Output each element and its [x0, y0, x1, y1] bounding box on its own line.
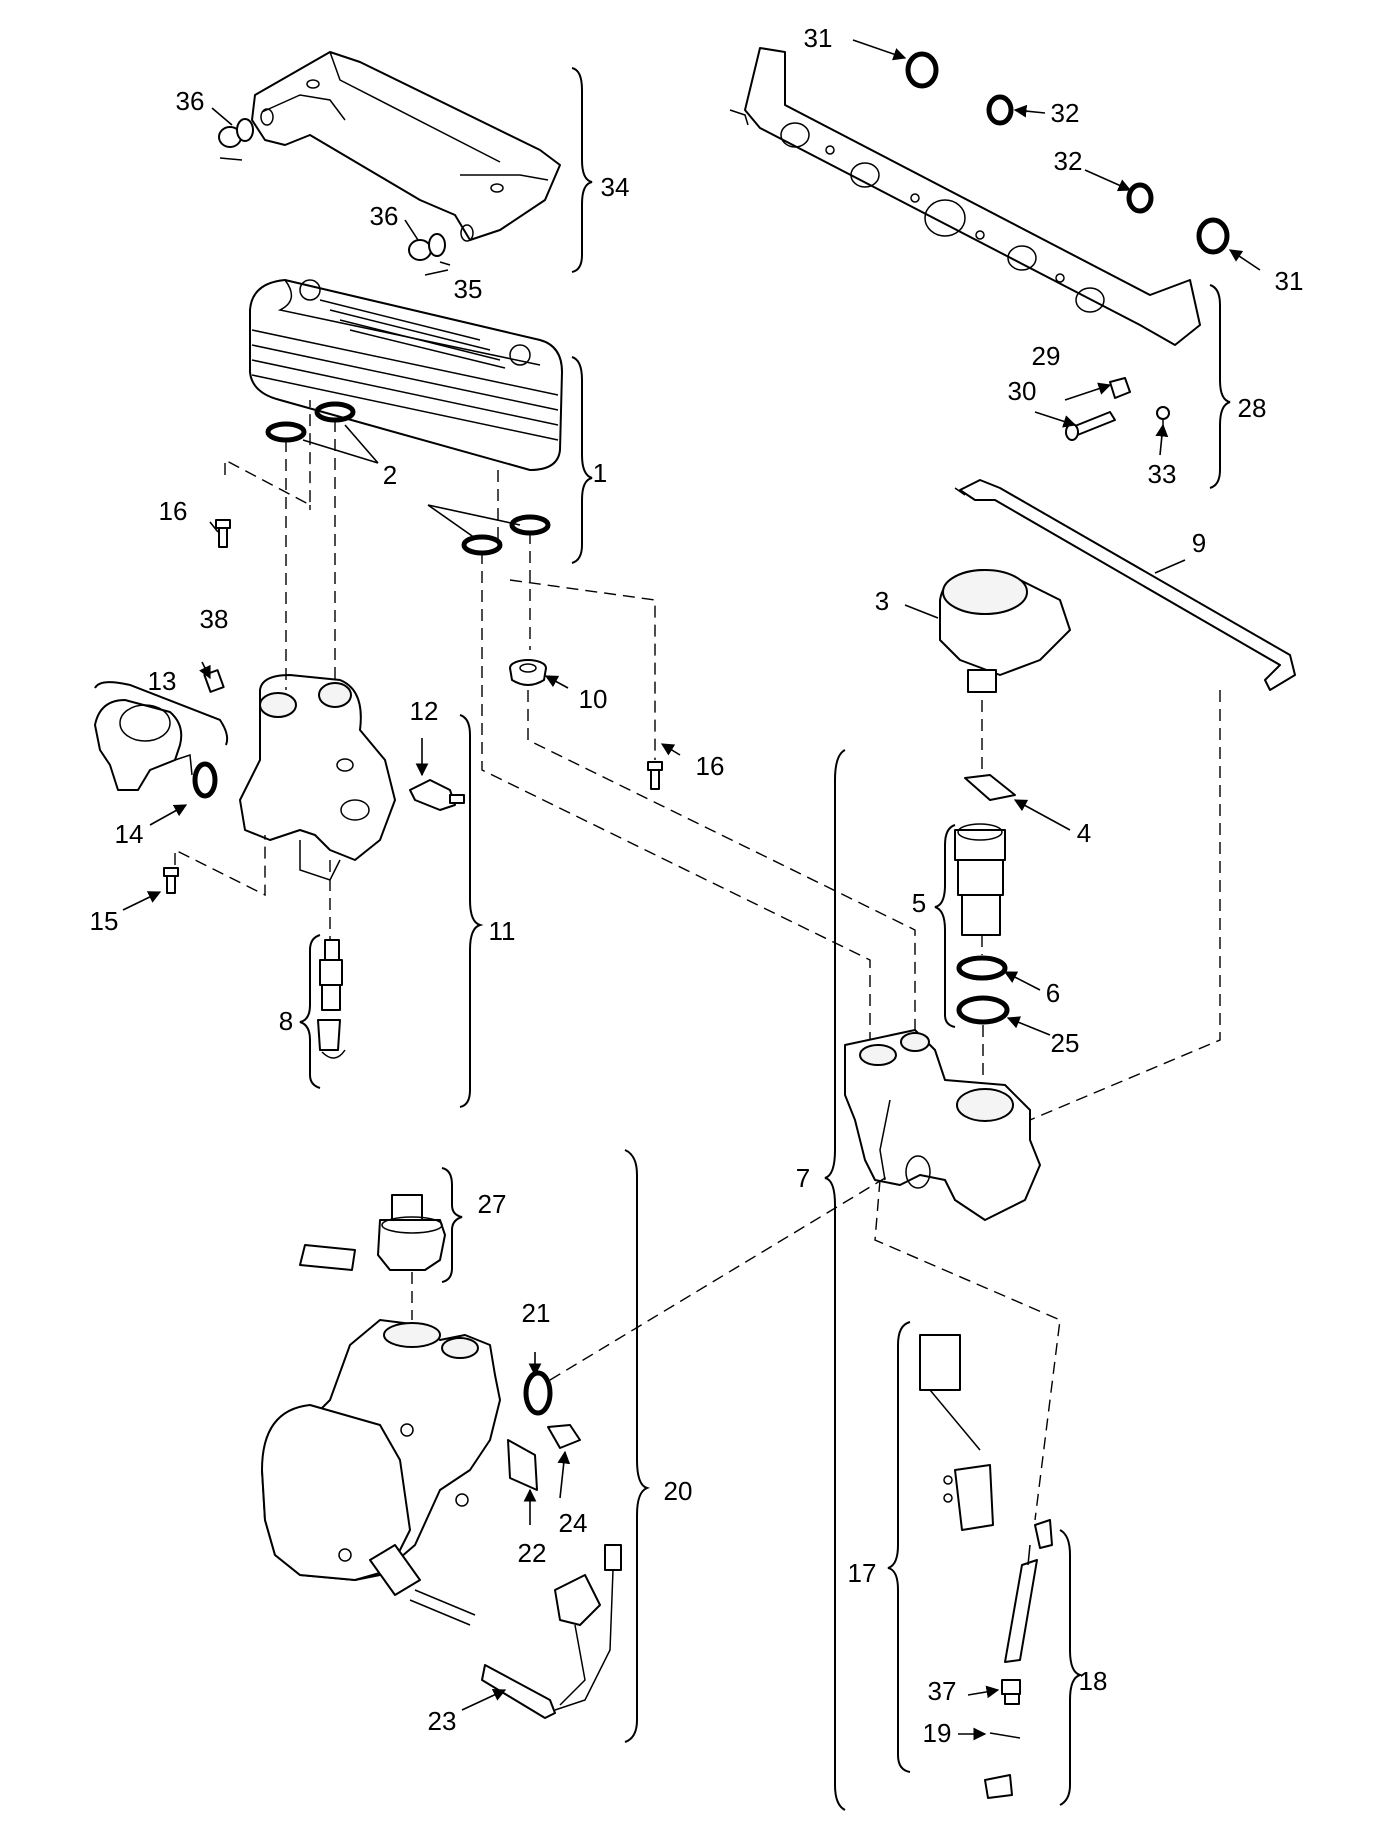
o-ring-part-21 [523, 1370, 553, 1416]
label-34: 34 [601, 172, 630, 202]
label-30: 30 [1008, 376, 1037, 406]
leader-lines [122, 39, 1261, 1741]
valve-part-13 [94, 699, 193, 791]
label-19: 19 [923, 1718, 952, 1748]
o-ring-part-25 [956, 995, 1010, 1025]
cable-part-23 [481, 1544, 622, 1719]
label-2: 2 [383, 460, 397, 490]
label-15: 15 [90, 906, 119, 936]
label-24: 24 [559, 1508, 588, 1538]
label-36-top: 36 [176, 86, 205, 116]
label-33: 33 [1148, 459, 1177, 489]
label-4: 4 [1077, 818, 1091, 848]
clip-part-22 [507, 1439, 538, 1491]
screw-part-16-right [647, 761, 663, 790]
label-13: 13 [148, 666, 177, 696]
label-18: 18 [1079, 1666, 1108, 1696]
wiring-part-17 [919, 1334, 994, 1531]
pump-part-20 [261, 1319, 501, 1626]
label-31-top: 31 [804, 23, 833, 53]
label-38: 38 [200, 604, 229, 634]
sensor-part-12 [409, 779, 465, 811]
part-number-labels: 31 32 32 31 36 36 34 35 1 2 16 38 13 10 … [90, 23, 1304, 1748]
braces [94, 67, 1231, 1811]
filling-valve-part-8 [317, 939, 346, 1059]
label-11: 11 [489, 916, 516, 946]
label-36-mid: 36 [370, 201, 399, 231]
label-21: 21 [522, 1298, 551, 1328]
label-3: 3 [875, 586, 889, 616]
o-ring-part-6 [956, 955, 1008, 981]
diverter-valve-body-part-7 [844, 1029, 1041, 1221]
label-23: 23 [428, 1706, 457, 1736]
part-19 [989, 1732, 1021, 1739]
o-ring-part-14 [192, 761, 218, 799]
label-5: 5 [912, 888, 926, 918]
bracket-part-18-base [984, 1774, 1013, 1799]
label-6: 6 [1046, 978, 1060, 1008]
label-25: 25 [1051, 1028, 1080, 1058]
assembly-guide-lines [174, 400, 1221, 1521]
label-14: 14 [115, 819, 144, 849]
label-16-right: 16 [696, 751, 725, 781]
mounting-bracket-part-34 [251, 51, 561, 242]
label-28: 28 [1238, 393, 1267, 423]
label-20: 20 [664, 1476, 693, 1506]
label-37: 37 [928, 1676, 957, 1706]
label-8: 8 [279, 1006, 293, 1036]
heat-exchanger-part-1 [249, 279, 563, 471]
frame-rail-part-28 [729, 47, 1201, 346]
plug-part-36-upper [218, 118, 254, 161]
label-17: 17 [848, 1558, 877, 1588]
part-37 [1001, 1679, 1021, 1705]
clip-part-24 [547, 1424, 581, 1449]
label-1: 1 [593, 458, 607, 488]
clip-part-29 [1109, 377, 1131, 399]
label-16-left: 16 [159, 496, 188, 526]
sensor-probe-part-18 [1004, 1519, 1053, 1663]
nut-part-10 [509, 659, 547, 686]
label-35: 35 [454, 274, 483, 304]
label-9: 9 [1192, 528, 1206, 558]
clip-part-4 [964, 774, 1016, 801]
label-32-top: 32 [1051, 98, 1080, 128]
pipe-part-9 [954, 479, 1296, 691]
label-31-right: 31 [1275, 266, 1304, 296]
screw-part-16-left [215, 519, 231, 548]
screw-part-15 [163, 867, 179, 894]
label-27: 27 [478, 1189, 507, 1219]
motor-actuator-part-3 [939, 569, 1071, 693]
rings-part-31-32 [905, 51, 1230, 255]
plug-part-36-lower [408, 233, 449, 276]
label-32-mid: 32 [1054, 146, 1083, 176]
label-7: 7 [796, 1163, 810, 1193]
screw-part-30 [1065, 411, 1116, 441]
cartridge-part-5 [954, 823, 1006, 936]
label-10: 10 [579, 684, 608, 714]
label-12: 12 [410, 696, 439, 726]
hydraulic-block-part-11 [239, 674, 396, 881]
air-vent-part-27 [299, 1194, 446, 1271]
label-22: 22 [518, 1538, 547, 1568]
label-29: 29 [1032, 341, 1061, 371]
